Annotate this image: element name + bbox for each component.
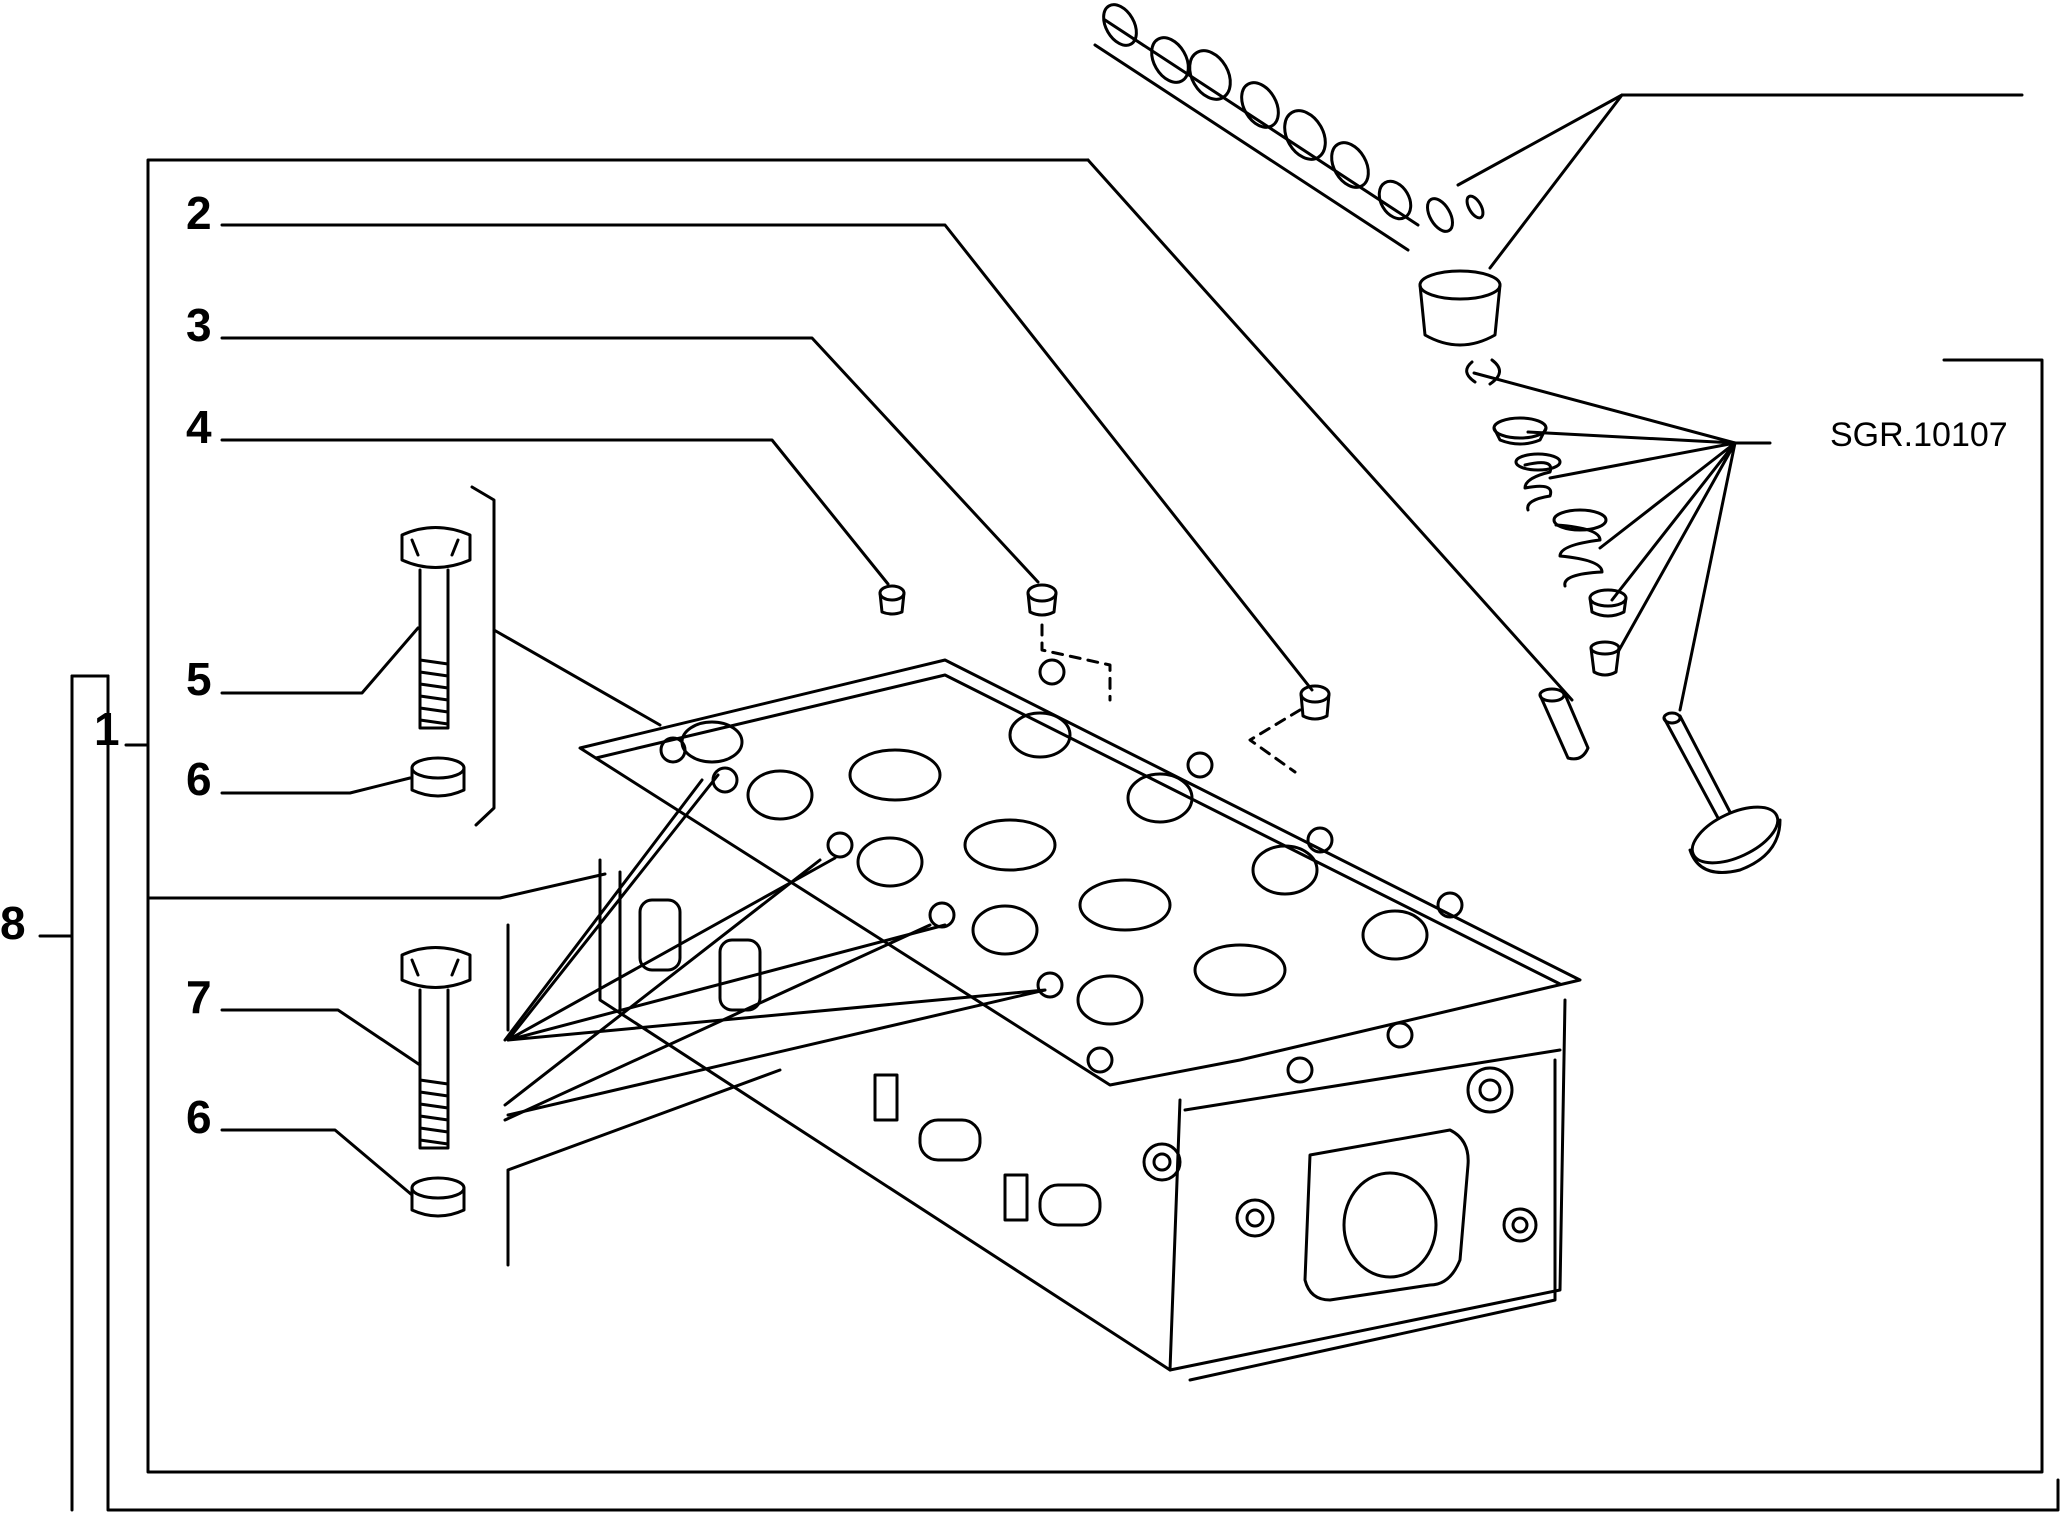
valve-collets	[1465, 358, 1501, 386]
callout-2: 2	[186, 187, 212, 239]
plug-4	[878, 584, 906, 616]
leader-4	[220, 438, 890, 586]
washer-6-upper	[410, 756, 466, 798]
bolt-group-bracket-upper	[470, 485, 662, 827]
callout-8: 8	[0, 897, 26, 949]
leader-6-upper	[220, 776, 412, 795]
washer-6-lower	[410, 1176, 466, 1218]
bracket-assembly-8	[106, 674, 2060, 1512]
bolt-group-bracket-lower	[506, 923, 782, 1267]
valve-guide	[1538, 687, 1590, 761]
cylinder-head	[578, 658, 1582, 1382]
dashed-guide-2	[1248, 708, 1302, 774]
callout-1: 1	[94, 703, 120, 755]
leader-5	[220, 626, 420, 695]
reference-code-label: SGR.10107	[1830, 416, 2008, 454]
tappet-bucket	[1418, 269, 1502, 347]
valve	[1662, 711, 1782, 874]
callout-7: 7	[186, 971, 212, 1023]
leader-1	[1086, 158, 1574, 702]
valve-spring-inner	[1552, 508, 1608, 588]
callout-5: 5	[186, 653, 212, 705]
bracket-divider	[146, 872, 607, 900]
leader-2	[220, 223, 1314, 692]
bolt-7	[400, 946, 472, 1150]
callout-4: 4	[186, 401, 212, 453]
callout-6-upper: 6	[186, 753, 212, 805]
dashed-guide-3	[1040, 623, 1112, 702]
leader-sgr	[1472, 371, 1772, 712]
leader-camshaft	[1456, 93, 2024, 270]
plug-3	[1026, 583, 1058, 617]
leader-3	[220, 336, 1040, 584]
valve-stem-seal	[1589, 640, 1621, 677]
leader-6-lower	[220, 1128, 414, 1197]
bolt-5	[400, 526, 472, 730]
plug-2	[1299, 684, 1331, 721]
leader-head-bolts-upper	[503, 778, 932, 1122]
valve-spring-seat	[1588, 588, 1628, 618]
bracket-assembly-1	[146, 158, 2044, 1474]
callout-3: 3	[186, 299, 212, 351]
bracket-assembly-8-top	[38, 674, 110, 1512]
callout-6-lower: 6	[186, 1091, 212, 1143]
valve-spring-retainer	[1492, 416, 1548, 446]
leader-head-bolts	[506, 773, 1047, 1117]
leader-7	[220, 1008, 422, 1067]
valve-spring-outer	[1514, 452, 1562, 512]
camshaft	[1093, 3, 1485, 252]
